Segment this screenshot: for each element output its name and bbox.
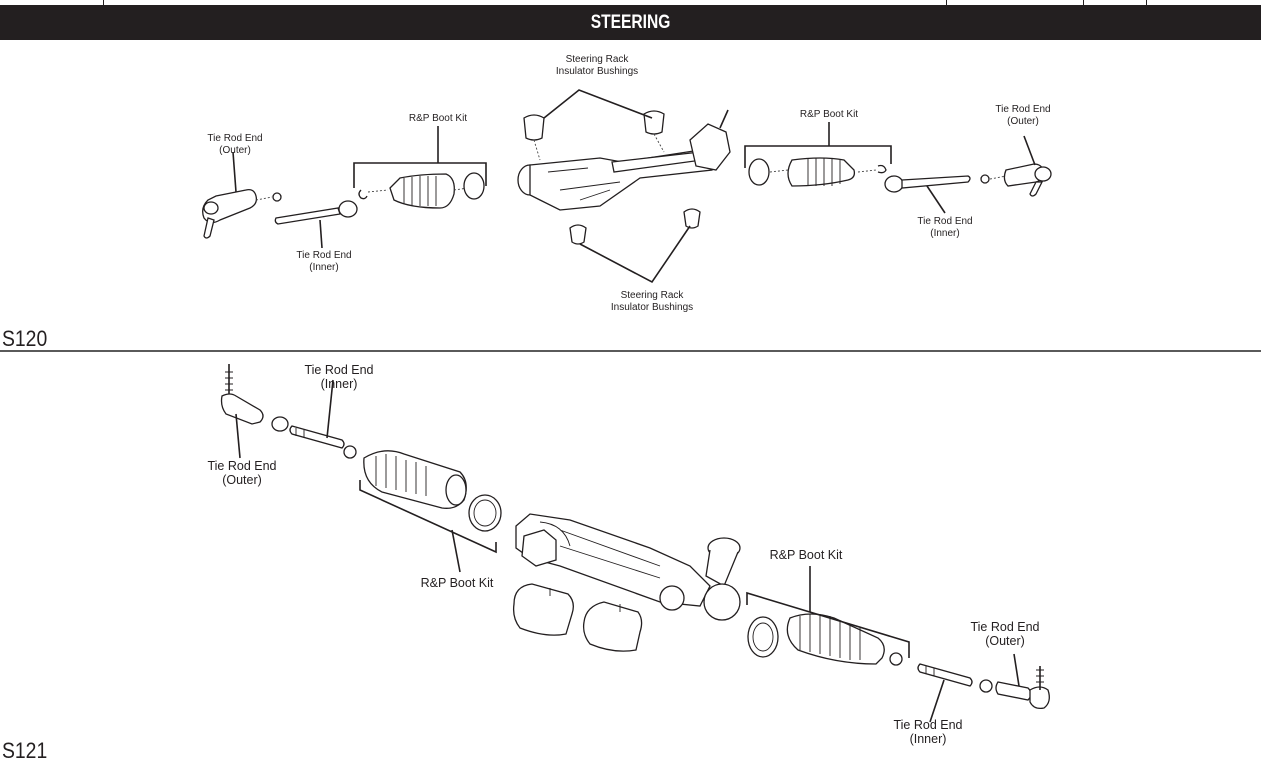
leader-line: [1013, 653, 1020, 687]
label-bushings-top: Steering Rack: [566, 54, 630, 65]
label-tie-rod-inner-sub: (Inner): [321, 377, 358, 391]
label-tie-rod-outer-sub: (Outer): [1007, 116, 1039, 127]
label-tie-rod-outer-sub: (Outer): [222, 473, 262, 487]
boot-kit-left-part: [353, 126, 487, 209]
boot-kit-right-part: [744, 122, 892, 187]
figure-code-s120: S120: [2, 326, 48, 351]
boot-kit-right-part: [746, 566, 910, 666]
tie-rod-end-inner-right-part: [917, 663, 993, 693]
leader-line: [235, 413, 241, 459]
label-tie-rod-outer: Tie Rod End: [207, 459, 276, 473]
section-title: STEERING: [590, 11, 671, 33]
leader-line: [1023, 135, 1036, 166]
label-boot-kit: R&P Boot Kit: [770, 548, 843, 562]
label-tie-rod-inner-sub: (Inner): [930, 228, 959, 239]
column-divider: [946, 0, 947, 5]
tie-rod-end-inner-left-part: [271, 416, 357, 459]
leader-line: [232, 151, 237, 193]
label-tie-rod-inner: Tie Rod End: [917, 216, 972, 227]
figure-code-s121: S121: [2, 738, 48, 763]
label-bushings-bottom-sub: Insulator Bushings: [611, 302, 693, 313]
tie-rod-end-outer-right-part: [980, 163, 1052, 197]
figure-s121-diagram: Tie Rod End (Outer) Tie Rod End (Inner) …: [207, 363, 1050, 746]
column-divider: [103, 0, 104, 5]
leader-line: [319, 219, 323, 249]
leader-line: [926, 185, 946, 214]
figure-s120-diagram: Tie Rod End (Outer) Tie Rod End (Inner) …: [202, 54, 1052, 313]
label-tie-rod-outer: Tie Rod End: [970, 620, 1039, 634]
leader-line: [579, 225, 691, 284]
column-divider: [1083, 0, 1084, 5]
tie-rod-end-outer-left-part: [220, 364, 264, 425]
label-tie-rod-inner: Tie Rod End: [893, 718, 962, 732]
tie-rod-end-outer-left-part: [202, 188, 282, 239]
label-tie-rod-inner: Tie Rod End: [296, 250, 351, 261]
section-divider: [0, 350, 1261, 352]
tie-rod-end-outer-right-part: [995, 666, 1050, 710]
tie-rod-end-inner-left-part: [274, 200, 358, 225]
label-boot-kit: R&P Boot Kit: [800, 109, 858, 120]
steering-rack-part: [517, 109, 731, 245]
label-boot-kit: R&P Boot Kit: [409, 113, 467, 124]
steering-rack-part: [512, 513, 741, 652]
label-tie-rod-outer: Tie Rod End: [995, 104, 1050, 115]
label-bushings-bottom: Steering Rack: [621, 290, 685, 301]
column-divider: [1146, 0, 1147, 5]
label-tie-rod-outer: Tie Rod End: [207, 133, 262, 144]
tie-rod-end-inner-right-part: [884, 175, 971, 193]
leader-line: [929, 679, 945, 723]
boot-kit-left-part: [359, 450, 502, 573]
section-header: STEERING: [0, 5, 1261, 40]
leader-line: [543, 89, 653, 119]
label-tie-rod-inner-sub: (Inner): [910, 732, 947, 746]
label-tie-rod-inner-sub: (Inner): [309, 262, 338, 273]
label-tie-rod-outer-sub: (Outer): [219, 145, 251, 156]
label-tie-rod-inner: Tie Rod End: [304, 363, 373, 377]
label-boot-kit: R&P Boot Kit: [421, 576, 494, 590]
label-tie-rod-outer-sub: (Outer): [985, 634, 1025, 648]
label-bushings-top-sub: Insulator Bushings: [556, 66, 638, 77]
leader-line: [326, 379, 334, 439]
